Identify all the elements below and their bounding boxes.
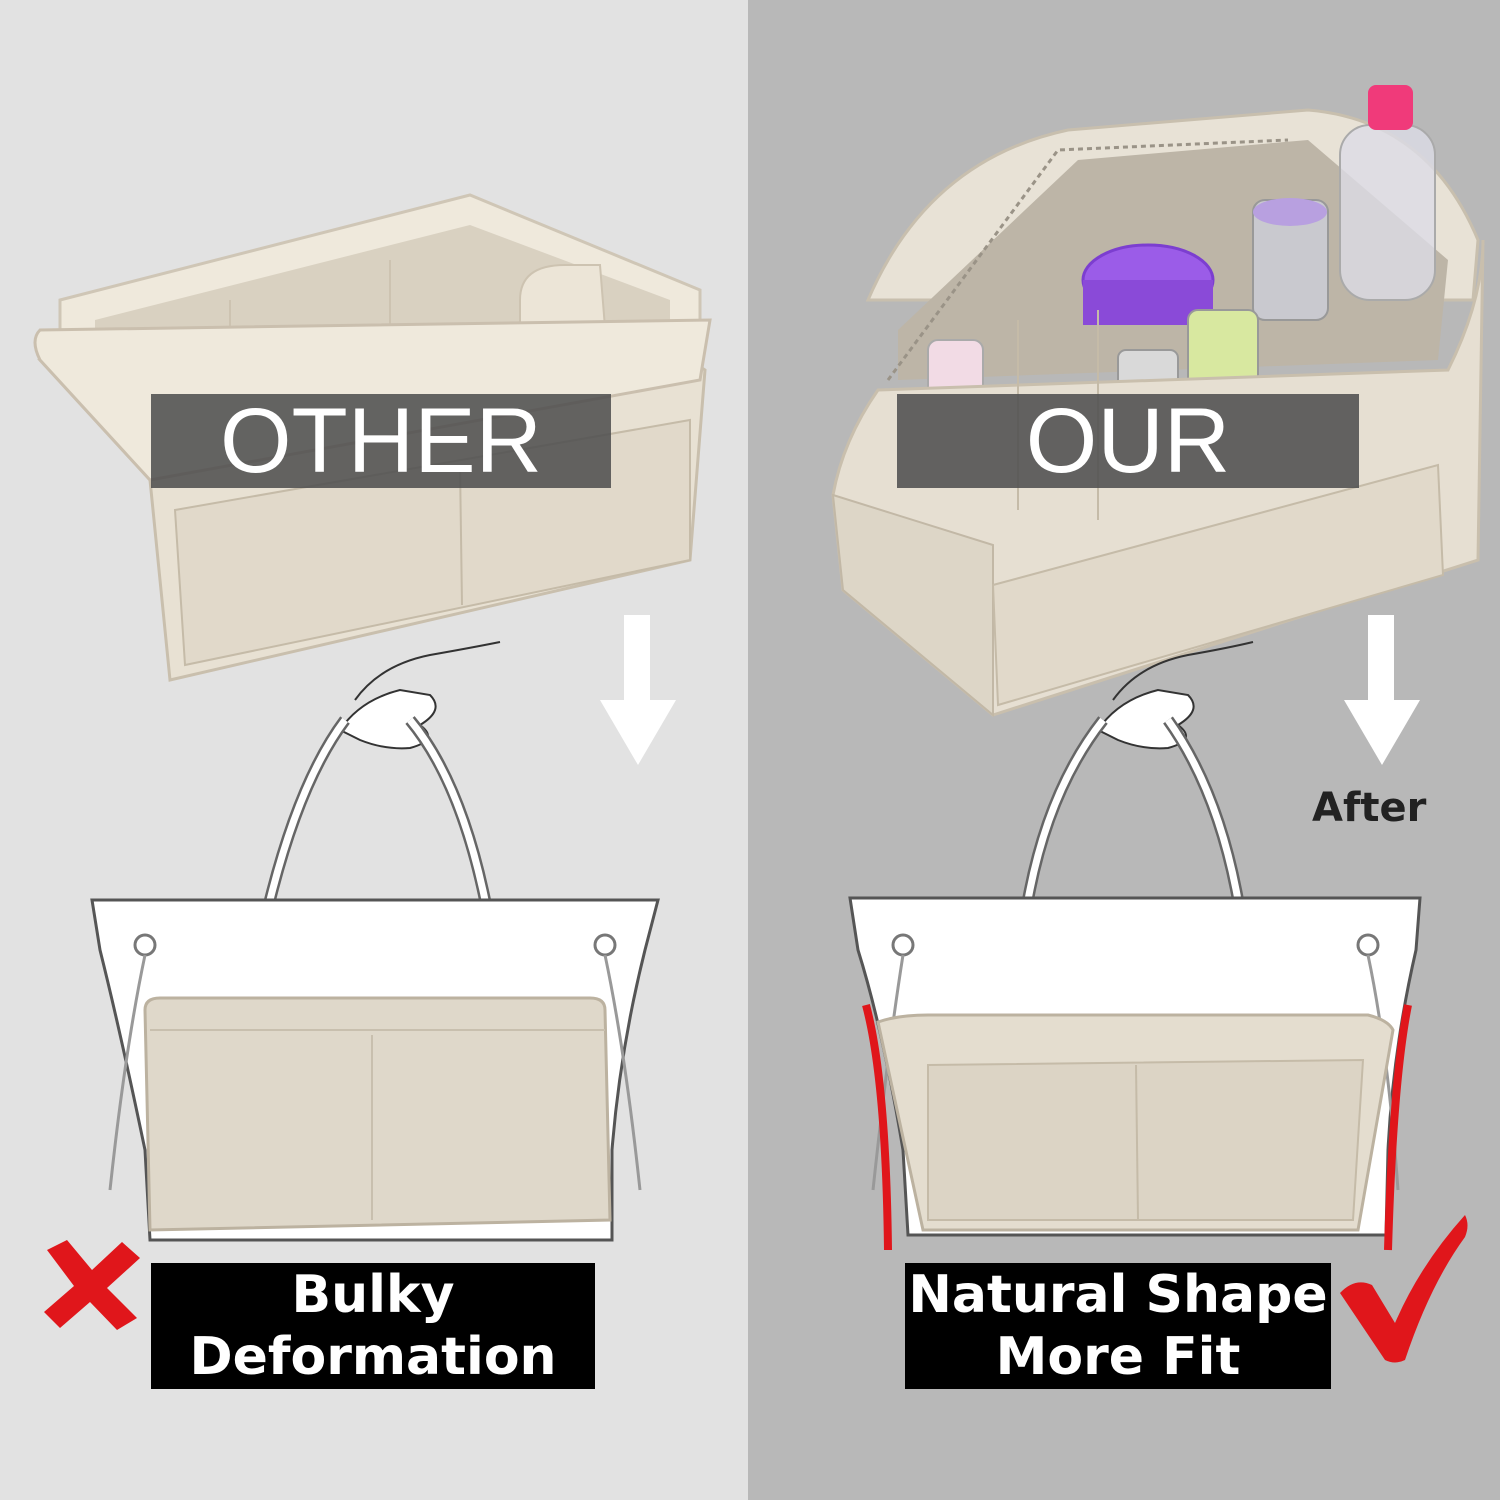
other-title-text: OTHER — [220, 390, 542, 492]
cross-icon — [44, 1240, 140, 1330]
other-organizer-image — [33, 193, 712, 682]
other-result-label: Bulky Deformation — [151, 1263, 595, 1389]
other-tote-illustration — [90, 641, 660, 1242]
our-tote-illustration — [848, 641, 1422, 1251]
check-icon — [1340, 1215, 1468, 1363]
our-result-line1: Natural Shape — [908, 1265, 1328, 1325]
other-title-label: OTHER — [151, 394, 611, 488]
our-title-text: OUR — [1025, 390, 1231, 492]
other-result-line2: Deformation — [189, 1327, 557, 1387]
left-down-arrow-icon — [600, 615, 676, 765]
other-result-line1: Bulky — [291, 1265, 455, 1325]
right-down-arrow-icon — [1344, 615, 1420, 765]
our-result-label: Natural Shape More Fit — [905, 1263, 1331, 1389]
our-result-line2: More Fit — [995, 1327, 1241, 1387]
our-title-label: OUR — [897, 394, 1359, 488]
after-label: After — [1312, 785, 1427, 831]
